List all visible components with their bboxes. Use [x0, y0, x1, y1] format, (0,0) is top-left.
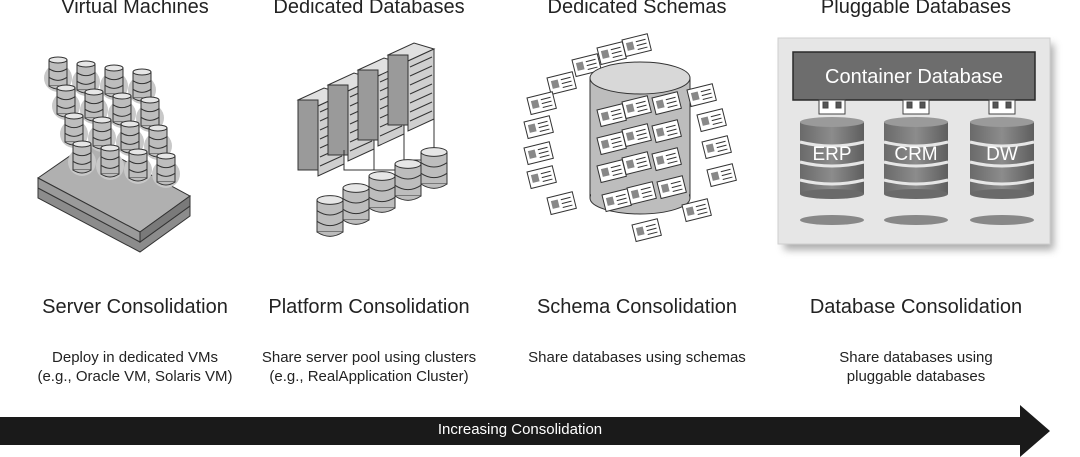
column-pluggable-databases: Pluggable Databases Container Database: [777, 0, 1054, 453]
pluggable-label: CRM: [894, 144, 937, 165]
consolidation-title: Schema Consolidation: [536, 296, 738, 318]
column-title: Dedicated Schemas: [547, 0, 727, 18]
dedicated-schemas-illustration: [523, 33, 737, 243]
description-line: Share server pool using clusters: [261, 349, 477, 366]
pluggable-label: ERP: [812, 144, 851, 165]
consolidation-title: Database Consolidation: [809, 296, 1023, 318]
column-title: Virtual Machines: [61, 0, 209, 18]
pluggable-label: DW: [986, 144, 1018, 165]
container-database-label: Container Database: [825, 66, 1003, 88]
pluggable-crm-database: CRM: [883, 117, 949, 225]
consolidation-title: Platform Consolidation: [268, 296, 470, 318]
increasing-consolidation-arrow: [0, 405, 1050, 457]
server-rack-group: [296, 42, 448, 237]
column-dedicated-schemas: Dedicated Schemas Schema Consolidation S…: [502, 0, 772, 453]
dedicated-databases-illustration: [296, 42, 448, 237]
schema-cards-group: [523, 33, 737, 243]
pluggable-databases-illustration: Container Database ERP CRM: [777, 37, 1054, 250]
column-title: Dedicated Databases: [273, 0, 465, 18]
consolidation-title: Server Consolidation: [42, 296, 228, 318]
description-line: (e.g., RealApplication Cluster): [269, 368, 469, 385]
column-dedicated-databases: Dedicated Databases Platform Consolidati…: [234, 0, 504, 453]
description-line: Deploy in dedicated VMs: [52, 349, 218, 366]
description-line: Share databases using schemas: [528, 349, 746, 366]
pluggable-dw-database: DW: [969, 117, 1035, 225]
container-database-bar: [792, 51, 1036, 101]
consolidation-description: Deploy in dedicated VMs (e.g., Oracle VM…: [0, 348, 270, 386]
description-line: Share databases using: [839, 349, 993, 366]
consolidation-description: Share databases using schemas: [502, 348, 772, 367]
pluggable-erp-database: ERP: [799, 117, 865, 225]
column-virtual-machines: Virtual Machines Server Consolidation De…: [0, 0, 270, 453]
column-title: Pluggable Databases: [820, 0, 1012, 18]
consolidation-description: Share databases using pluggable database…: [781, 348, 1051, 386]
description-line: pluggable databases: [846, 368, 986, 385]
vm-stack-group: [37, 56, 191, 253]
arrow-label: Increasing Consolidation: [437, 421, 603, 438]
description-line: (e.g., Oracle VM, Solaris VM): [37, 368, 233, 385]
virtual-machines-illustration: [37, 56, 191, 253]
consolidation-description: Share server pool using clusters (e.g., …: [234, 348, 504, 386]
